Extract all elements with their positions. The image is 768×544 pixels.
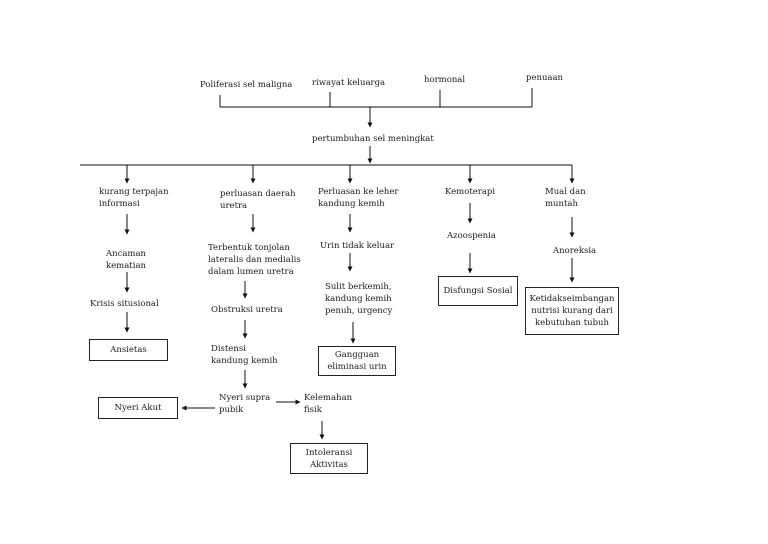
b2-node-5: Nyeri supra pubik (219, 393, 271, 415)
b5-node-2: Anoreksia (553, 246, 597, 256)
b3-diagnosis-eliminasi: Gangguan eliminasi urin (318, 346, 396, 376)
b2-node-4: Distensi kandung kemih (211, 344, 278, 366)
b2-node-1: perluasan daerah uretra (220, 189, 296, 211)
b1-diagnosis-ansietas: Ansietas (89, 339, 168, 361)
b1-node-3: Krisis situsional (90, 299, 159, 309)
b4-node-2: Azoospenia (447, 231, 496, 241)
b2-node-3: Obstruksi uretra (211, 305, 283, 315)
cause-riwayat: riwayat keluarga (312, 78, 386, 88)
b4-node-1: Kemoterapi (445, 187, 496, 197)
b5-node-1: Mual dan muntah (545, 187, 586, 209)
b2-node-6: Kelemahan fisik (304, 393, 353, 415)
b3-node-2: Urin tidak keluar (320, 241, 395, 251)
b2-diagnosis-nyeri-akut: Nyeri Akut (98, 397, 178, 419)
b2-diagnosis-intoleransi: Intoleransi Aktivitas (290, 443, 368, 474)
b3-node-1: Perluasan ke leher kandung kemih (318, 187, 399, 209)
center-node: pertumbuhan sel meningkat (312, 134, 434, 144)
b5-diagnosis-nutrisi: Ketidakseimbangan nutrisi kurang dari ke… (525, 287, 619, 335)
cause-penuaan: penuaan (526, 73, 564, 83)
cause-hormonal: hormonal (424, 75, 466, 85)
cause-poliferasi: Poliferasi sel maligna (200, 80, 293, 90)
b3-node-3: Sulit berkemih, kandung kemih penuh, urg… (325, 282, 393, 316)
b4-diagnosis-disfungsi: Disfungsi Sosial (438, 276, 518, 306)
b1-node-2: Ancaman kematian (105, 249, 147, 271)
b2-node-2: Terbentuk tonjolan lateralis dan mediali… (208, 243, 301, 277)
b1-node-1: kurang terpajan informasi (99, 187, 169, 209)
